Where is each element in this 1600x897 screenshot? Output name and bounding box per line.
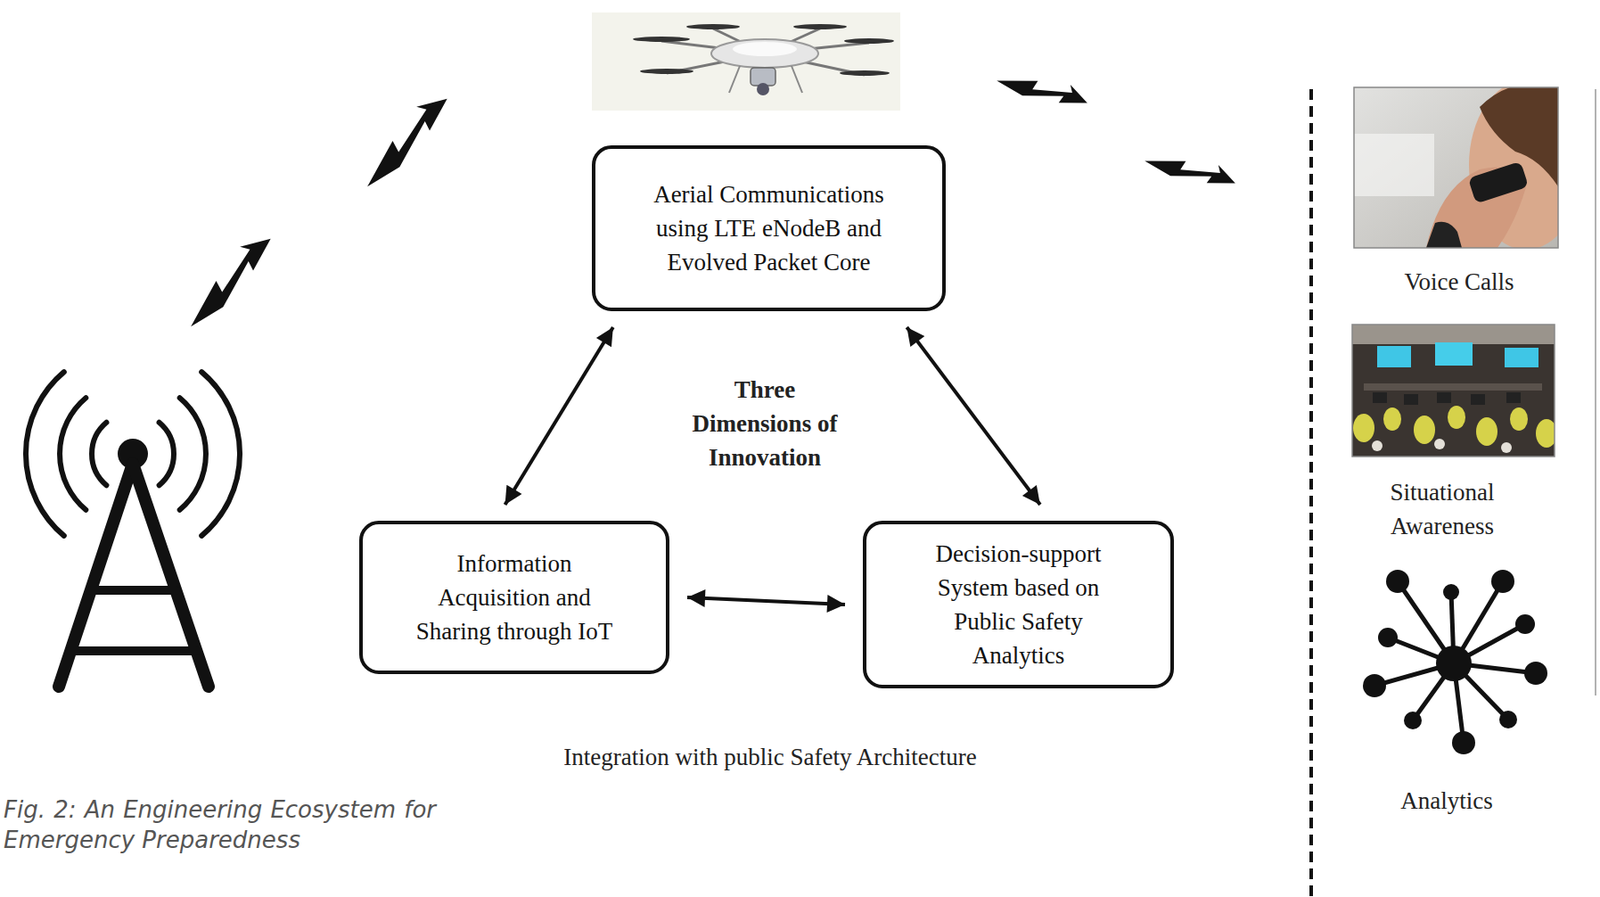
photo-frame [1352, 324, 1555, 457]
operations-room-photo [1501, 442, 1512, 453]
operations-room-photo [1504, 347, 1539, 368]
operations-room-photo [1383, 407, 1402, 431]
photo-label: Situational Awareness [1366, 475, 1518, 543]
voice-call-photo [1353, 133, 1435, 197]
drone-picture [732, 41, 797, 57]
operations-room-photo [1470, 393, 1486, 405]
voice-call-photo [1468, 161, 1529, 205]
drone-picture [640, 68, 694, 74]
drone-picture [756, 82, 770, 96]
antenna-tower [25, 371, 65, 536]
operations-room-photo [1509, 407, 1528, 431]
drone-picture [591, 12, 901, 111]
analytics-symbol [1362, 569, 1548, 755]
photo-frame [1353, 87, 1559, 248]
center-heading: Three Dimensions of Innovation [675, 372, 854, 475]
drone-picture [793, 24, 847, 30]
analytics-symbol [1452, 730, 1476, 755]
figure-caption: Fig. 2: An Engineering Ecosystem for Eme… [3, 794, 436, 855]
dashed-divider [1309, 89, 1313, 897]
lightning-bolt [346, 89, 463, 190]
antenna-tower [201, 371, 240, 536]
operations-room-photo [1372, 392, 1521, 405]
box-text: Information Acquisition and Sharing thro… [404, 546, 624, 649]
operations-room-photo [1476, 417, 1498, 446]
double-arrow [687, 597, 846, 605]
double-arrow [906, 327, 1041, 505]
analytics-symbol [1499, 710, 1518, 729]
operations-room-photo [1353, 405, 1555, 448]
operations-room-photo [1352, 324, 1555, 345]
double-arrow [505, 327, 614, 505]
analytics-symbol [1386, 569, 1410, 593]
symbol-label: Analytics [1357, 783, 1536, 818]
edge-rule [1594, 89, 1597, 696]
operations-room-photo [1352, 324, 1555, 457]
antenna-tower [70, 646, 197, 656]
operations-room-photo [1371, 438, 1512, 453]
voice-call-photo [1426, 221, 1462, 248]
operations-room-photo [1403, 393, 1419, 405]
process-box: Decision-support System based on Public … [862, 520, 1174, 689]
operations-room-photo [1435, 342, 1473, 366]
operations-room-photo [1436, 392, 1452, 403]
drone-picture [686, 24, 740, 30]
antenna-tower [180, 397, 206, 510]
drone-picture [591, 12, 901, 111]
analytics-symbol [1524, 661, 1548, 685]
photo-label: Voice Calls [1370, 264, 1549, 299]
operations-room-photo [1447, 405, 1466, 429]
operations-room-photo [1413, 415, 1436, 444]
lightning-bolt [995, 57, 1092, 122]
drone-picture [632, 36, 690, 42]
drone-picture [844, 38, 895, 44]
lightning-bolt [170, 229, 287, 330]
antenna-tower [159, 422, 174, 485]
box-text: Aerial Communications using LTE eNodeB a… [640, 177, 898, 279]
analytics-symbol [1403, 711, 1422, 730]
footer-label: Integration with public Safety Architect… [458, 739, 1083, 774]
antenna-tower [59, 397, 86, 510]
operations-room-photo [1535, 418, 1555, 448]
drone-picture [791, 65, 803, 93]
process-box: Information Acquisition and Sharing thro… [359, 520, 670, 674]
analytics-symbol [1362, 569, 1548, 755]
analytics-symbol [1515, 614, 1535, 634]
lightning-bolt [1143, 137, 1240, 202]
drone-picture [729, 65, 740, 93]
analytics-symbol [1362, 673, 1387, 698]
antenna-tower [90, 585, 176, 595]
analytics-symbol [1435, 645, 1472, 682]
operations-room-photo [1363, 383, 1543, 391]
antenna-tower [91, 422, 107, 485]
analytics-symbol [1378, 627, 1398, 648]
operations-room-photo [1377, 345, 1412, 368]
process-box: Aerial Communications using LTE eNodeB a… [591, 145, 946, 312]
operations-room-photo [1371, 440, 1383, 452]
drone-picture [839, 70, 890, 76]
operations-room-photo [1352, 324, 1555, 457]
operations-room-photo [1506, 392, 1521, 403]
analytics-symbol [1374, 581, 1536, 743]
drone-picture [711, 39, 819, 68]
analytics-symbol [1491, 569, 1515, 593]
voice-call-photo [1353, 87, 1559, 248]
operations-room-photo [1372, 392, 1387, 403]
analytics-symbol [1443, 583, 1460, 600]
box-text: Decision-support System based on Public … [923, 536, 1114, 673]
operations-room-photo [1434, 438, 1445, 450]
operations-room-photo [1353, 413, 1375, 443]
antenna-tower [25, 371, 240, 687]
